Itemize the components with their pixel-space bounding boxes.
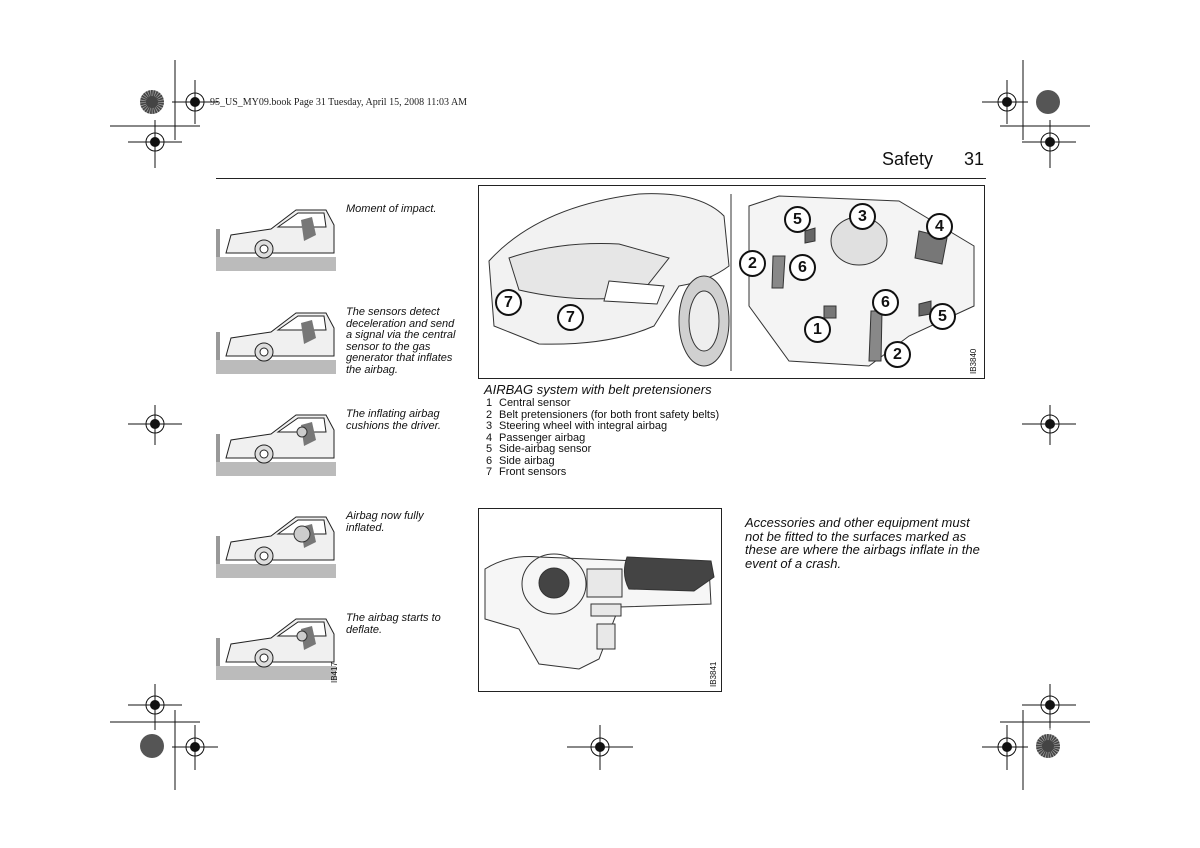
- legend-text: Passenger airbag: [499, 431, 586, 444]
- crash-sequence-caption: The inflating airbag cushions the driver…: [346, 408, 441, 432]
- legend-text: Side-airbag sensor: [499, 443, 592, 455]
- crash-sequence-image: [216, 205, 336, 271]
- airbag-system-drawing: [488, 193, 975, 371]
- airbag-figure-title: AIRBAG system with belt pretensioners: [484, 382, 712, 397]
- crash-sequence-image: [216, 512, 336, 578]
- callout-number: 5: [929, 303, 956, 330]
- airbag-note: Accessories and other equipment must not…: [745, 515, 980, 571]
- airbag-figure-code: IB3840: [969, 348, 978, 374]
- header-rule: [216, 178, 986, 179]
- legend-text: Steering wheel with integral airbag: [499, 420, 668, 432]
- callout-number: 3: [849, 203, 876, 230]
- legend-number: 4: [486, 431, 493, 444]
- section-title: Safety: [882, 149, 934, 169]
- book-info: 95_US_MY09.book Page 31 Tuesday, April 1…: [210, 97, 468, 108]
- legend-number: 2: [486, 408, 493, 421]
- dashboard-figure-code: IB3841: [709, 661, 718, 687]
- callout-number: 7: [557, 304, 584, 331]
- callout-number: 7: [495, 289, 522, 316]
- callout-number: 6: [789, 254, 816, 281]
- legend-item: 7 Front sensors: [486, 466, 719, 479]
- crash-sequence-caption: Airbag now fully inflated.: [346, 510, 424, 534]
- legend-text: Front sensors: [499, 466, 567, 478]
- callout-number: 2: [739, 250, 766, 277]
- crash-sequence-caption: The sensors detect deceleration and send…: [346, 306, 456, 376]
- sequence-figure-code: IB417: [330, 662, 339, 683]
- page-number: 31: [964, 149, 985, 169]
- crash-sequence-caption: Moment of impact.: [346, 203, 437, 215]
- crash-sequence-image: [216, 410, 336, 476]
- legend-text: Belt pretensioners (for both front safet…: [499, 408, 720, 421]
- callout-number: 4: [926, 213, 953, 240]
- dashboard-drawing: [484, 553, 715, 670]
- legend-item: 2 Belt pretensioners (for both front safe…: [486, 408, 720, 422]
- legend-item: 5 Side-airbag sensor: [486, 443, 719, 456]
- callout-number: 1: [804, 316, 831, 343]
- dashboard-figure: IB3841: [478, 508, 722, 692]
- callout-number: 6: [872, 289, 899, 316]
- legend-number: 6: [486, 454, 493, 467]
- legend-text: Central sensor: [499, 397, 571, 409]
- crash-sequence-image: [216, 308, 336, 374]
- callout-number: 2: [884, 341, 911, 368]
- legend-item: 3 Steering wheel with integral airbag: [486, 420, 719, 433]
- legend-item: 6 Side airbag: [486, 454, 719, 468]
- legend-item: 1 Central sensor: [486, 397, 719, 410]
- crash-sequence-image: [216, 614, 336, 680]
- legend-number: 1: [486, 397, 493, 409]
- legend-number: 3: [486, 420, 493, 432]
- callout-number: 5: [784, 206, 811, 233]
- legend-item: 4 Passenger airbag: [486, 431, 719, 445]
- legend-number: 5: [486, 443, 493, 455]
- airbag-legend: 1 Central sensor 2 Belt pretensioners (for …: [486, 397, 720, 479]
- legend-text: Side airbag: [499, 454, 555, 467]
- legend-number: 7: [486, 466, 493, 478]
- crash-sequence-caption: The airbag starts to deflate.: [346, 612, 441, 636]
